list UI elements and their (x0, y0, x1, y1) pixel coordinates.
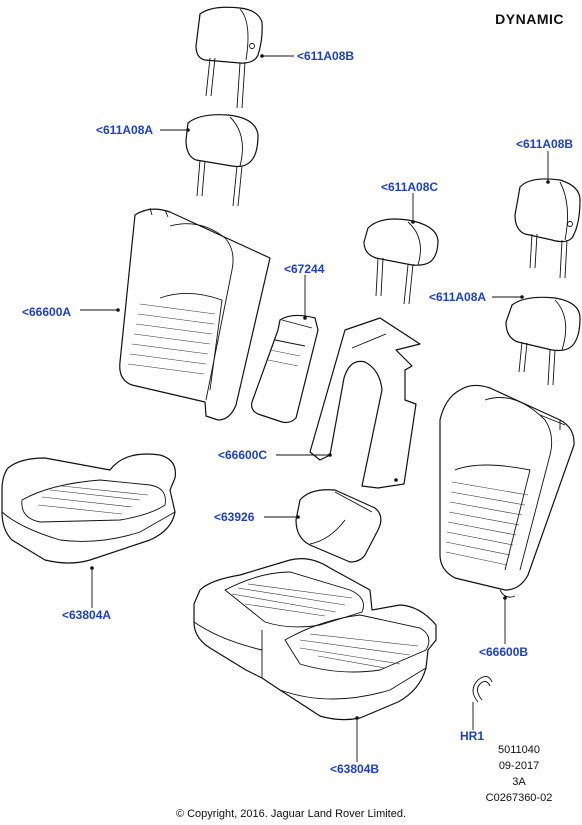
callout-63804A[interactable]: <63804A (62, 608, 112, 622)
callout-611A08A-left[interactable]: <611A08A (96, 123, 154, 137)
copyright-notice: © Copyright, 2016. Jaguar Land Rover Lim… (175, 808, 407, 820)
callout-HR1[interactable]: HR1 (460, 729, 485, 743)
headrest-top (195, 6, 263, 109)
callout-66600A[interactable]: <66600A (22, 305, 72, 319)
callout-66600C[interactable]: <66600C (218, 448, 268, 462)
seat-back-center (309, 317, 421, 489)
armrest-cushion (295, 489, 382, 563)
leader-lines (80, 54, 550, 762)
callout-63804B[interactable]: <63804B (330, 762, 380, 776)
armrest (251, 314, 319, 424)
hook-clip (472, 676, 493, 703)
drawing-metadata: 5011040 09-2017 3A C0267360-02 (474, 742, 564, 806)
headrest-mid (363, 218, 439, 305)
headrest-right-mid (505, 296, 581, 386)
headrest-left (185, 114, 259, 207)
callout-611A08B-right[interactable]: <611A08B (516, 137, 574, 151)
headrest-right-top (514, 178, 581, 279)
meta-rev: 3A (512, 776, 526, 788)
seat-cushion-bottom (193, 558, 437, 721)
meta-ref: C0267360-02 (485, 792, 553, 804)
callout-611A08C[interactable]: <611A08C (381, 180, 439, 194)
callout-67244[interactable]: <67244 (284, 262, 325, 276)
meta-id: 5011040 (497, 744, 540, 756)
callout-611A08A-right[interactable]: <611A08A (429, 290, 487, 304)
meta-date: 09-2017 (498, 760, 540, 772)
seat-cushion-left (1, 453, 177, 564)
seat-back-right (439, 384, 575, 598)
variant-title: DYNAMIC (495, 11, 564, 27)
callout-63926[interactable]: <63926 (214, 510, 255, 524)
seat-back-left (119, 207, 271, 421)
callout-611A08B-top[interactable]: <611A08B (297, 49, 355, 63)
callout-66600B[interactable]: <66600B (479, 645, 529, 659)
